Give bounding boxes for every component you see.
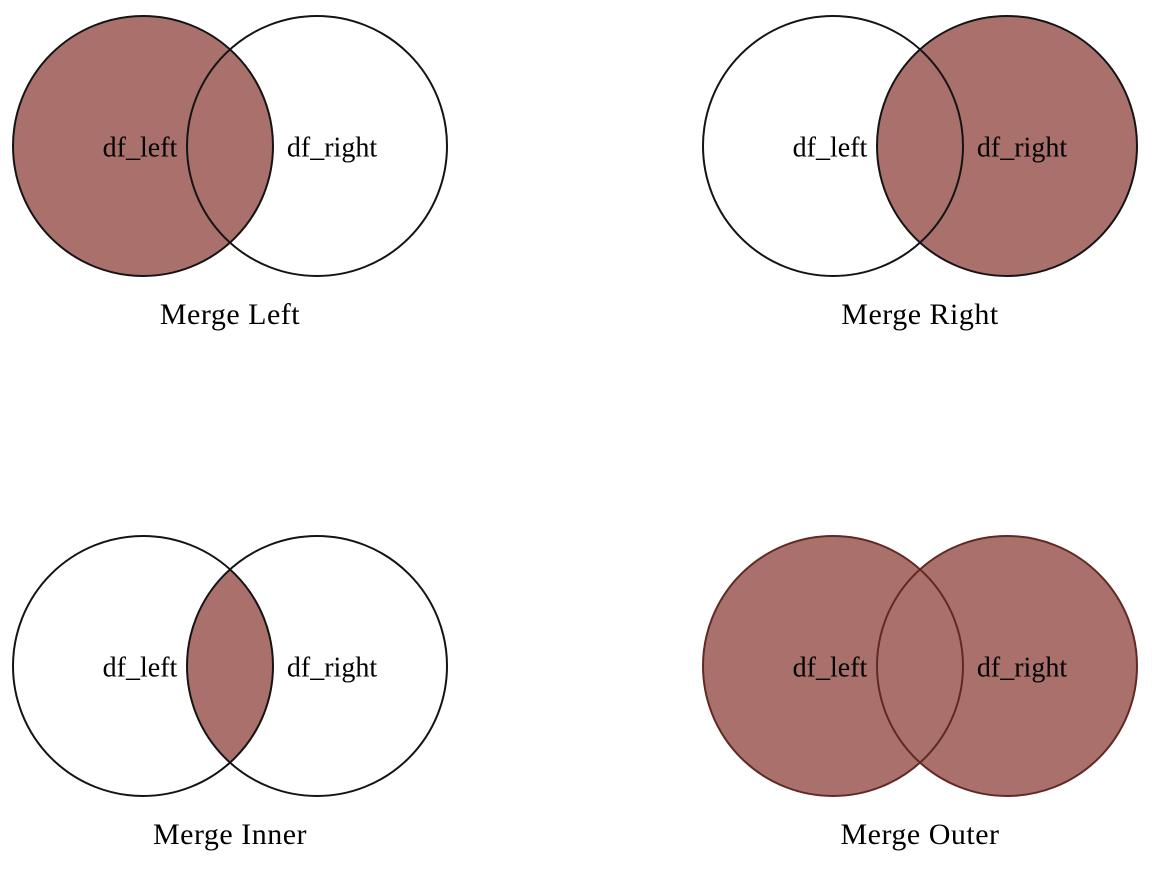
panel-caption-merge-inner: Merge Inner: [152, 818, 308, 851]
df-right-label: df_right: [977, 653, 1067, 684]
df-left-label: df_left: [103, 653, 178, 684]
df-right-label: df_right: [977, 133, 1067, 164]
venn-panel-merge-outer: df_left df_right Merge Outer: [695, 530, 1145, 852]
right-circle-fill: [877, 16, 1137, 276]
left-circle-outline: [702, 15, 964, 277]
venn-diagram-merge-outer: df_left df_right: [702, 535, 1138, 797]
intersection-fill: [187, 536, 273, 796]
right-circle-outline: [876, 15, 1138, 277]
venn-panel-merge-left: df_left df_right Merge Left: [5, 10, 455, 332]
panel-caption-merge-right: Merge Right: [841, 298, 999, 331]
right-circle-fill: [877, 536, 1137, 796]
left-circle-fill: [13, 16, 273, 276]
df-right-label: df_right: [287, 133, 377, 164]
df-left-label: df_left: [793, 133, 868, 164]
left-circle-outline: [12, 535, 274, 797]
right-circle-outline: [876, 535, 1138, 797]
right-circle-outline: [186, 15, 448, 277]
venn-diagram-merge-left: df_left df_right: [12, 15, 448, 277]
right-circle-outline: [186, 535, 448, 797]
venn-diagram-merge-right: df_left df_right: [702, 15, 1138, 277]
df-left-label: df_left: [793, 653, 868, 684]
df-right-label: df_right: [287, 653, 377, 684]
df-left-label: df_left: [103, 133, 178, 164]
venn-diagram-merge-inner: df_left df_right: [12, 535, 448, 797]
panel-caption-merge-outer: Merge Outer: [840, 818, 1000, 851]
panel-caption-merge-left: Merge Left: [159, 298, 301, 331]
venn-panel-merge-right: df_left df_right Merge Right: [695, 10, 1145, 332]
venn-panel-merge-inner: df_left df_right Merge Inner: [5, 530, 455, 852]
left-circle-outline: [12, 15, 274, 277]
left-circle-outline: [702, 535, 964, 797]
